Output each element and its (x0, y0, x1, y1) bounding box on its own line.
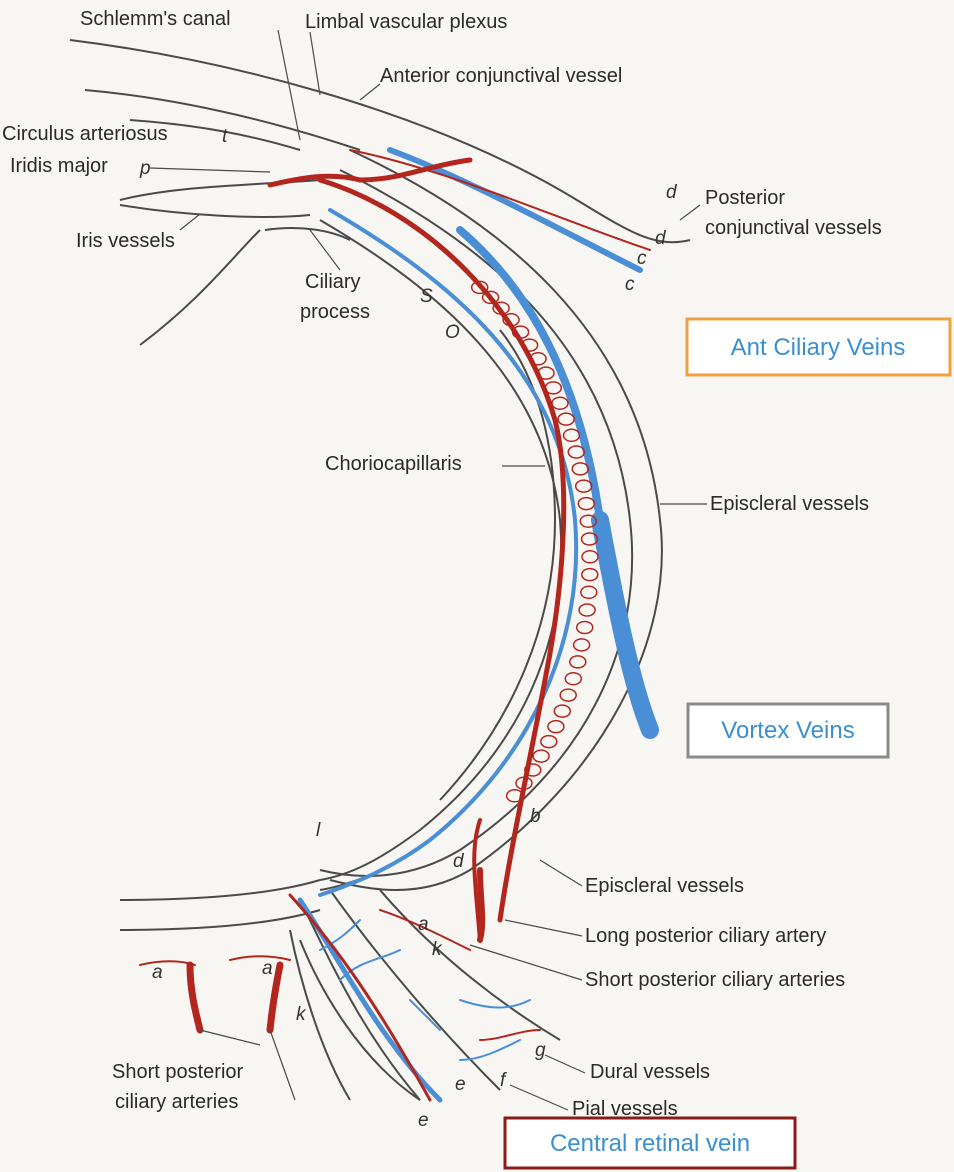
choriocapillaris-loop (537, 366, 555, 380)
label-short-posterior-line1: Short posterior (112, 1061, 244, 1083)
letter-t: t (222, 126, 228, 147)
choriocapillaris-loop (551, 396, 569, 410)
choriocapillaris-loop (532, 749, 550, 763)
letter-d-upper: d (666, 182, 678, 203)
letter-markers: t p S O d d c c b d l a k a a k g f e e (139, 126, 678, 1131)
callout-ant-ciliary-veins-text: Ant Ciliary Veins (731, 334, 906, 361)
label-iridis-major: Iridis major (10, 155, 108, 177)
choriocapillaris-loop (577, 496, 596, 511)
choriocapillaris-loop (569, 655, 587, 669)
choriocapillaris-loop (544, 381, 563, 395)
choriocapillaris-loop (547, 719, 565, 734)
label-anterior-conjunctival-vessel: Anterior conjunctival vessel (380, 65, 622, 87)
label-iris-vessels: Iris vessels (76, 230, 175, 252)
choriocapillaris-loops (470, 280, 599, 803)
letter-l: l (316, 820, 321, 841)
label-limbal-vascular-plexus: Limbal vascular plexus (305, 11, 507, 33)
letter-f: f (500, 1070, 507, 1091)
label-episcleral-vessels-upper: Episcleral vessels (710, 493, 869, 515)
leader-lines (149, 29, 707, 1111)
choriocapillaris-loop (520, 338, 539, 352)
letter-d-lower: d (453, 851, 465, 872)
letter-d-small: d (655, 228, 667, 249)
choriocapillaris-loop (529, 352, 547, 366)
arteries (139, 149, 651, 1102)
label-posterior-conjunctival-line2: conjunctival vessels (705, 217, 882, 239)
choriocapillaris-loop (511, 325, 530, 339)
label-schlemms-canal: Schlemm's canal (80, 8, 231, 30)
label-circulus-arteriosus: Circulus arteriosus (2, 123, 168, 145)
label-ciliary-process-line2: process (300, 301, 370, 323)
choriocapillaris-loop (574, 479, 593, 493)
letter-g: g (535, 1040, 546, 1061)
letter-p: p (139, 158, 151, 179)
letter-b: b (530, 806, 541, 827)
label-short-posterior-ciliary-arteries-right: Short posterior ciliary arteries (585, 969, 845, 991)
label-ciliary-process-line1: Ciliary (305, 271, 361, 293)
choriocapillaris-loop (564, 671, 583, 686)
choriocapillaris-loop (557, 412, 575, 426)
choriocapillaris-loop (505, 789, 524, 803)
letter-a-left: a (152, 962, 163, 983)
choriocapillaris-loop (553, 704, 572, 718)
choriocapillaris-loop (572, 638, 591, 652)
callout-ant-ciliary-veins: Ant Ciliary Veins (685, 317, 952, 377)
letter-e-upper: e (455, 1074, 466, 1095)
choriocapillaris-loop (481, 290, 500, 305)
labels: Schlemm's canal Limbal vascular plexus A… (2, 8, 882, 1120)
label-long-posterior-ciliary-artery: Long posterior ciliary artery (585, 925, 826, 947)
choriocapillaris-loop (575, 620, 594, 635)
label-short-posterior-line2: ciliary arteries (115, 1091, 238, 1113)
choriocapillaris-loop (580, 532, 599, 546)
letter-a-mid: a (262, 958, 273, 979)
label-pial-vessels: Pial vessels (572, 1098, 678, 1120)
choriocapillaris-loop (540, 734, 558, 749)
letter-c-lower: c (625, 274, 635, 295)
choriocapillaris-loop (578, 603, 596, 617)
letter-a-center: a (418, 914, 429, 935)
label-choriocapillaris: Choriocapillaris (325, 453, 462, 475)
choriocapillaris-loop (515, 776, 533, 790)
label-episcleral-vessels-lower: Episcleral vessels (585, 875, 744, 897)
choriocapillaris-loop (502, 313, 520, 327)
choriocapillaris-loop (492, 301, 510, 315)
choriocapillaris-loop (581, 567, 599, 582)
choriocapillaris-loop (581, 550, 599, 564)
letter-c-upper: c (637, 248, 647, 269)
callout-vortex-veins-text: Vortex Veins (721, 717, 854, 744)
letter-e-lower: e (418, 1110, 429, 1131)
label-dural-vessels: Dural vessels (590, 1061, 710, 1083)
choriocapillaris-loop (470, 280, 489, 295)
choriocapillaris-loop (580, 585, 598, 600)
choriocapillaris-loop (567, 445, 586, 459)
choriocapillaris-loop (559, 688, 577, 702)
callout-vortex-veins: Vortex Veins (686, 702, 890, 759)
choriocapillaris-loop (562, 428, 581, 443)
letter-k-left: k (296, 1004, 307, 1025)
letter-O: O (445, 322, 460, 343)
label-posterior-conjunctival-line1: Posterior (705, 187, 785, 209)
letter-k-center: k (432, 939, 443, 960)
callout-central-retinal-vein-text: Central retinal vein (550, 1130, 750, 1157)
letter-S: S (420, 286, 433, 307)
choriocapillaris-loop (579, 514, 598, 528)
choriocapillaris-loop (571, 462, 590, 476)
choriocapillaris-loop (524, 763, 542, 777)
callout-central-retinal-vein: Central retinal vein (503, 1116, 797, 1170)
